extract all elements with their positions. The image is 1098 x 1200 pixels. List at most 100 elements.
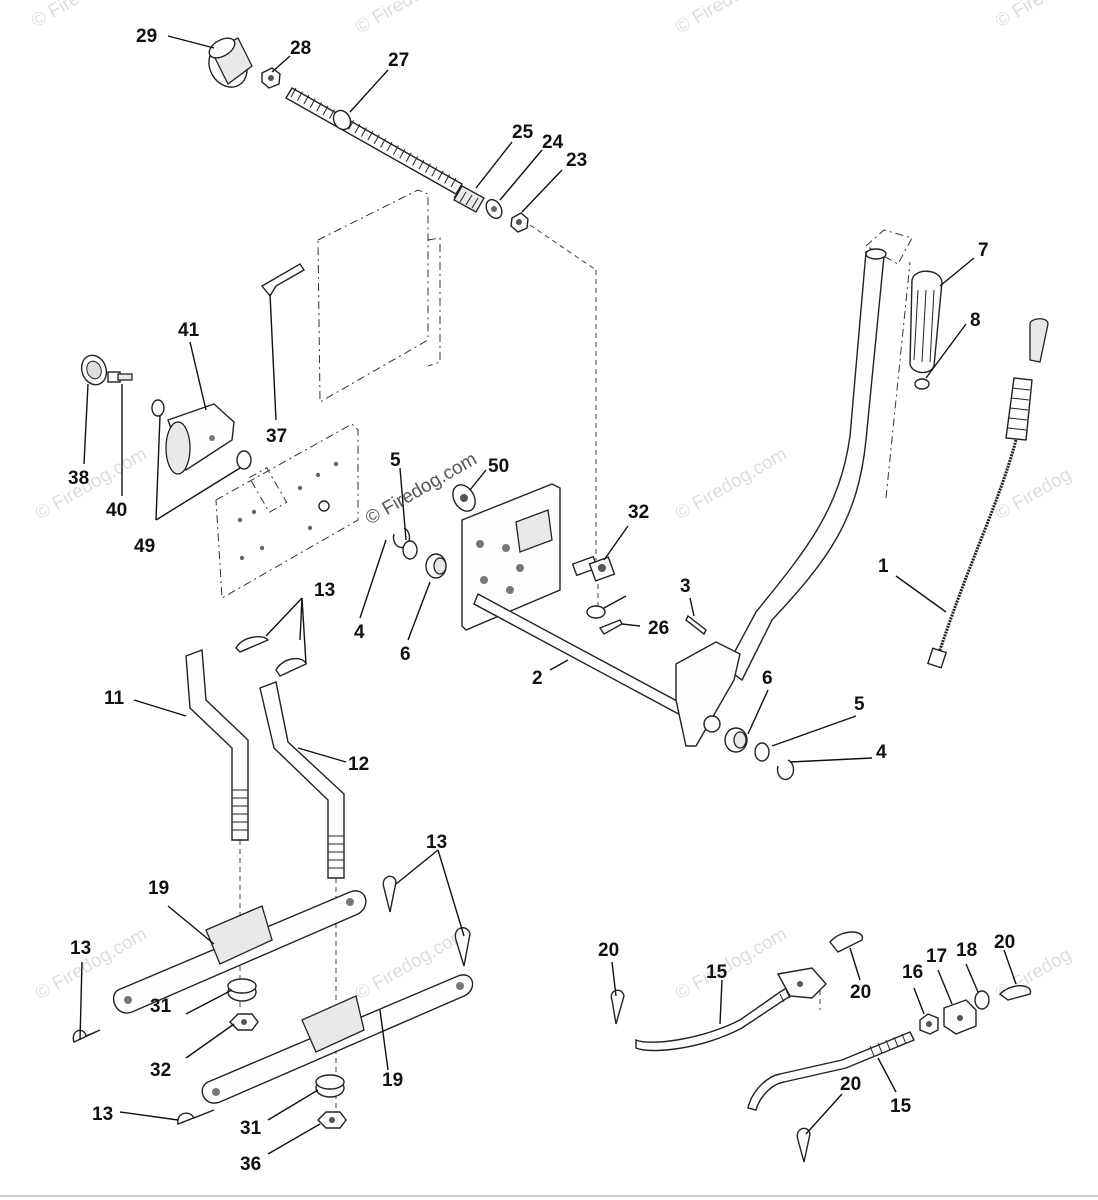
callout-5-right: 5 [854, 694, 865, 715]
bolt-38 [107, 371, 133, 383]
hairpin-20-left [610, 989, 625, 1025]
lift-arms [72, 875, 474, 1129]
rod-thread-mark [424, 163, 431, 173]
callout-13-left: 13 [70, 938, 91, 959]
cable-end-fitting [1029, 318, 1049, 363]
washer-18 [974, 990, 990, 1010]
right-shaft-hardware [703, 715, 795, 781]
height-knob-assembly [80, 354, 252, 475]
callout-32-right: 36 [240, 1154, 261, 1175]
rod-thread-mark [348, 120, 355, 130]
callout-41: 41 [178, 320, 200, 341]
bushing-31-right [315, 1074, 345, 1098]
watermark-top-right: © Firedog [992, 0, 1075, 32]
grip-ring-8 [914, 378, 930, 390]
lift-links [185, 636, 345, 879]
callout-5-left: 5 [390, 450, 401, 471]
washer-40-upper [151, 399, 165, 417]
rod-thread-mark [296, 91, 303, 101]
spring-clip [260, 263, 305, 298]
lift-link-11 [185, 649, 249, 841]
lift-handle [675, 229, 943, 747]
rod-thread-mark [290, 87, 297, 98]
callout-1: 1 [878, 556, 889, 577]
lift-plate [461, 483, 561, 631]
frame-plate [215, 189, 441, 599]
callout-25: 25 [512, 122, 534, 143]
frame-upper-plate [317, 189, 429, 403]
washer-24 [485, 198, 503, 220]
callout-18: 18 [956, 940, 977, 961]
callout-11: 11 [104, 688, 125, 709]
watermark-bottom-right: © Firedog.com [672, 924, 791, 1005]
callout-7: 7 [978, 240, 989, 261]
hairpin-20-bottom [796, 1127, 811, 1163]
callout-12: 12 [348, 754, 369, 775]
rod-thread-mark [309, 98, 316, 109]
watermark-mid-right: © Firedog.com [672, 444, 791, 525]
jam-nut [261, 67, 281, 89]
frame-pivot-boss [318, 500, 330, 512]
callout-38: 40 [106, 500, 127, 521]
hairpin-13-top-right [275, 657, 307, 677]
washer-40-lower [236, 450, 252, 470]
cable-lower-end [926, 647, 948, 669]
callout-2: 2 [532, 668, 543, 689]
spring [453, 185, 485, 213]
lift-plate-assembly [392, 483, 707, 719]
rod-thread-mark [392, 145, 399, 155]
callout-23: 23 [566, 150, 587, 171]
cable-wire [938, 439, 1018, 651]
lift-shaft [473, 593, 691, 719]
callout-20-right: 20 [994, 932, 1015, 953]
watermark-top-center-left: © Firedog [352, 0, 435, 38]
rod-thread-mark [322, 105, 329, 116]
cotter-pin-26 [598, 619, 623, 635]
callout-15-lower: 15 [890, 1096, 912, 1117]
lift-arm-19-upper-boss [205, 905, 273, 965]
callout-30: 32 [628, 502, 649, 523]
nut-23 [510, 212, 529, 233]
hairpin-13-right-top [382, 875, 397, 913]
snap-ring-4-right [776, 759, 795, 781]
callout-31-right: 31 [240, 1118, 262, 1139]
frame-lower-plate [215, 423, 359, 599]
callout-8: 8 [970, 310, 981, 331]
watermark-mid-far-right: © Firedog [992, 464, 1075, 524]
callout-36: 37 [266, 426, 287, 447]
link-12-threads [328, 835, 344, 869]
centerline-nut-to-frame [529, 224, 597, 271]
height-adjust-assembly [208, 37, 529, 233]
lift-link-12 [259, 681, 345, 879]
leader-lines [79, 35, 1017, 1155]
nut-32-right [317, 1111, 347, 1129]
callout-37: 38 [68, 468, 89, 489]
watermark-mid-left: © Firedog.com [32, 444, 151, 525]
callout-3: 3 [680, 576, 691, 597]
rod-thread-mark [386, 141, 393, 152]
rod-thread-mark [316, 102, 323, 112]
rod-thread-mark [444, 174, 451, 184]
hairpin-13-right-bottom [454, 927, 471, 967]
rod-thread-mark [450, 177, 457, 188]
callout-19-upper: 19 [148, 878, 169, 899]
rod-thread-mark [437, 170, 444, 181]
hairpin-13-bottom [177, 1109, 215, 1125]
washer-5-left [402, 540, 418, 560]
bushing-31-left [227, 978, 257, 1002]
watermark-top-center-right: © Firedog [672, 0, 755, 38]
callout-19-lower: 19 [382, 1070, 403, 1091]
rod-thread-mark [412, 156, 419, 166]
lift-handle-bracket [675, 641, 741, 747]
callout-4-left: 4 [354, 622, 365, 643]
callout-24: 24 [542, 132, 564, 153]
nut-32-left [229, 1013, 259, 1031]
rod-thread-mark [354, 123, 361, 134]
adjust-knob [208, 37, 253, 88]
callout-17: 17 [926, 946, 947, 967]
rod-thread-mark [380, 138, 387, 148]
link-11-threads [232, 789, 248, 831]
callout-16: 16 [902, 962, 923, 983]
callout-49: 50 [488, 456, 509, 477]
